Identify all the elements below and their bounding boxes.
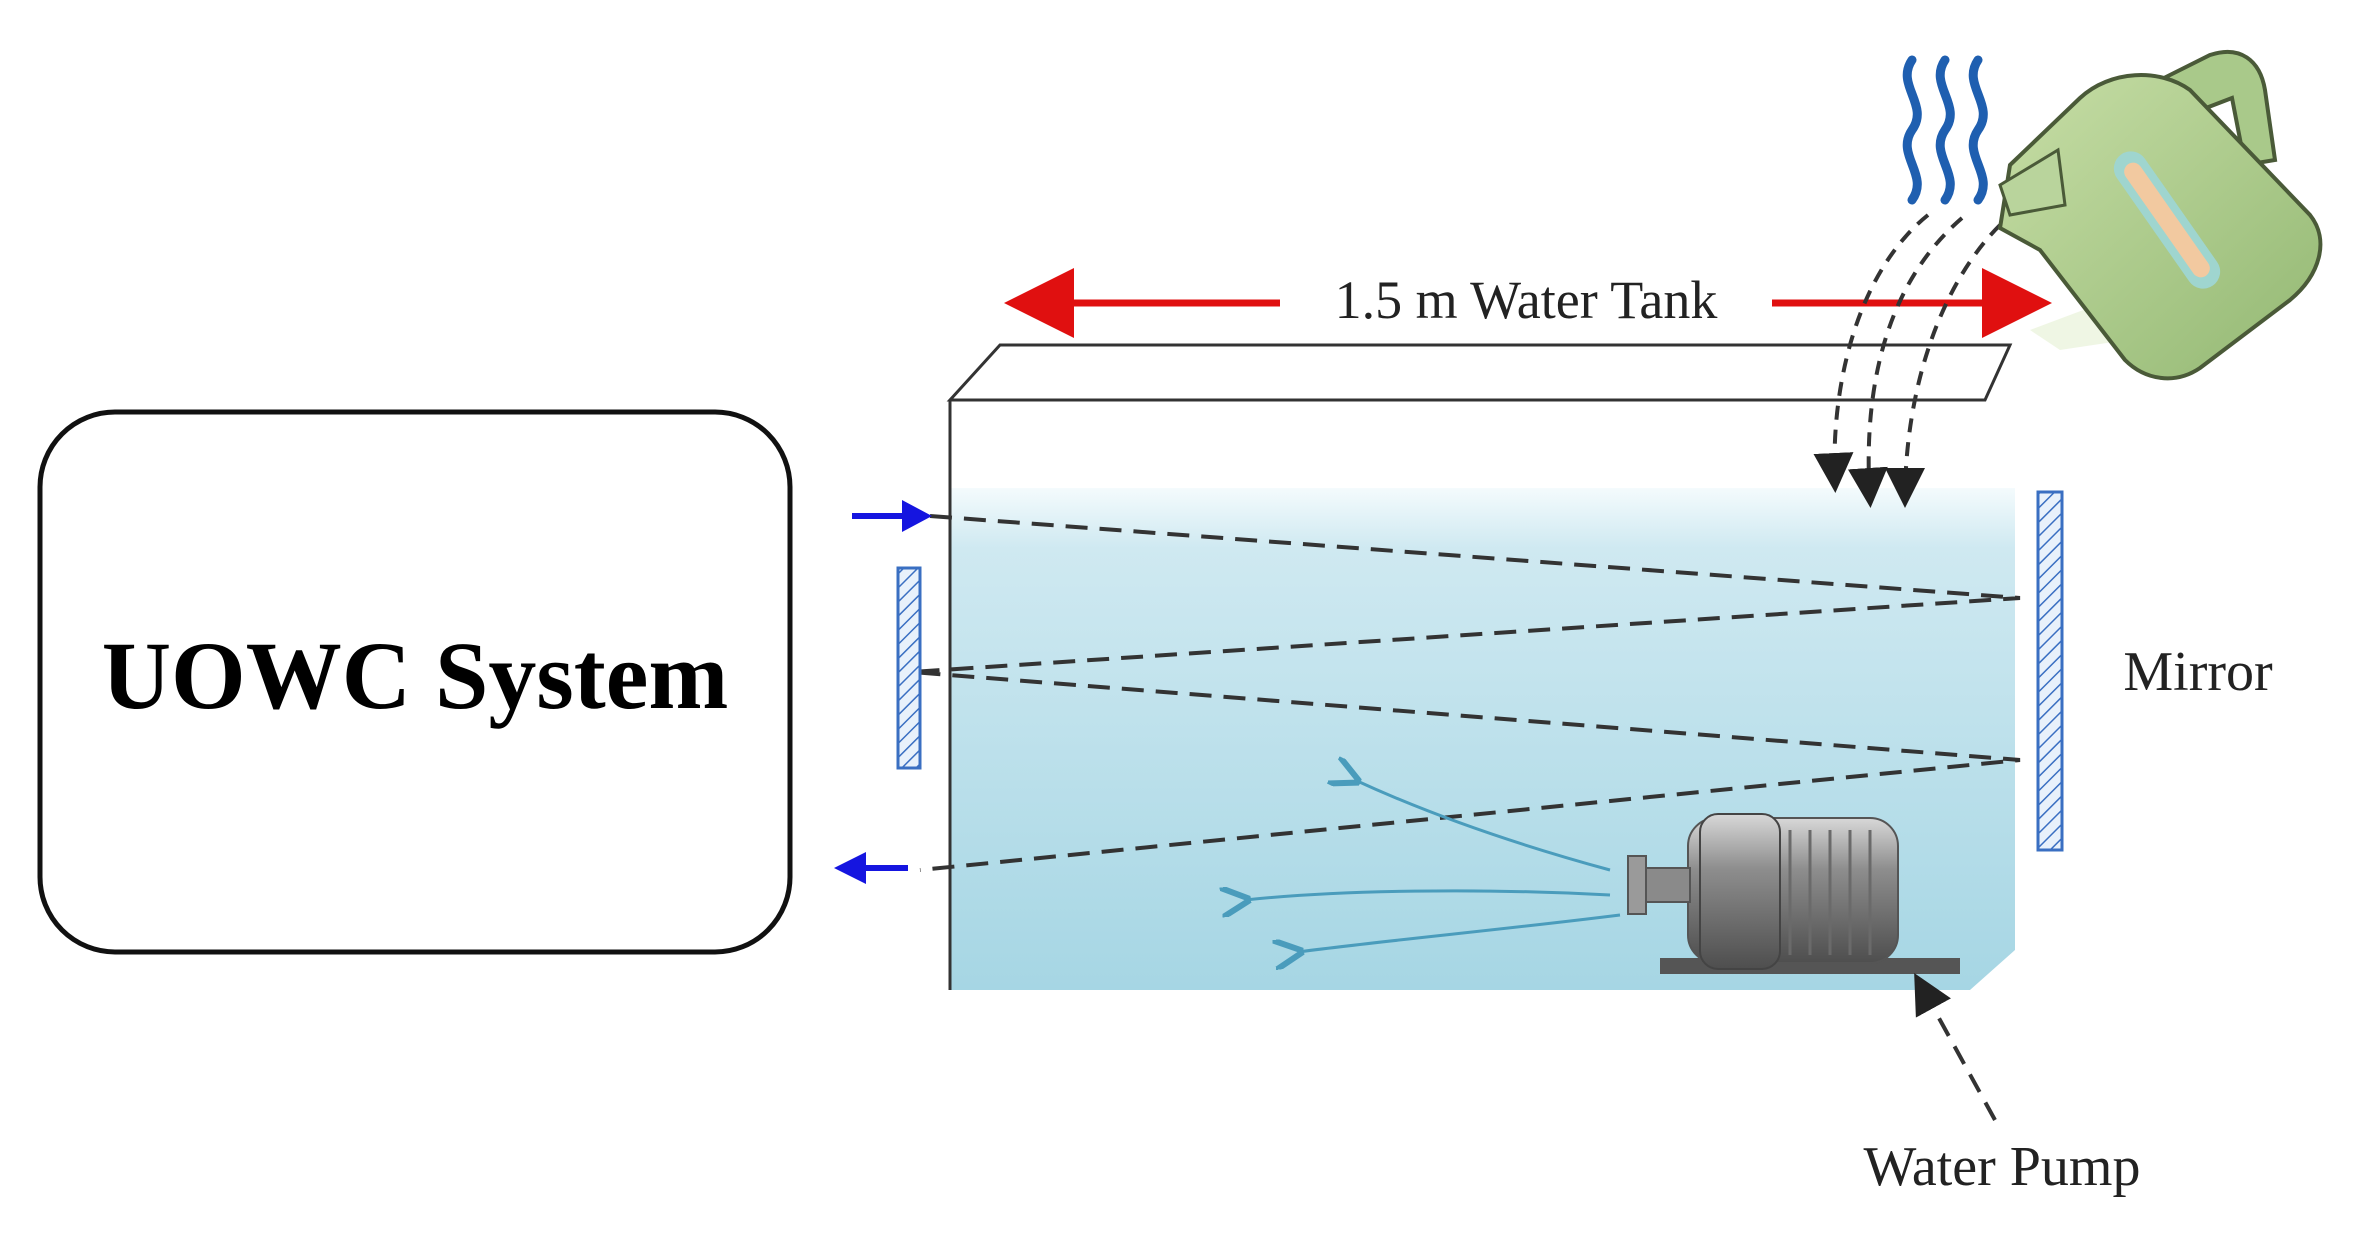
- pump-pointer: [1914, 972, 1997, 1121]
- uowc-system-label: UOWC System: [102, 622, 729, 729]
- pour-arrows: [1813, 213, 2002, 508]
- kettle-icon: [1997, 49, 2323, 381]
- tank-dimension: 1.5 m Water Tank: [1004, 268, 2052, 338]
- beam-path: [911, 514, 2021, 872]
- pump-label: Water Pump: [1864, 1136, 2141, 1198]
- beam-input-arrow: [852, 500, 932, 532]
- mirror-right-icon: [2036, 490, 2064, 852]
- pump-icon: [1627, 813, 1960, 974]
- mirror-label: Mirror: [2123, 641, 2273, 703]
- flow-arrows: [1245, 780, 1621, 952]
- tank-dimension-label: 1.5 m Water Tank: [1335, 270, 1718, 330]
- steam-icon: [1902, 55, 1988, 205]
- mirror-left-icon: [896, 566, 922, 770]
- beam-output-arrow: [834, 852, 908, 884]
- uowc-system-box: UOWC System: [37, 409, 793, 955]
